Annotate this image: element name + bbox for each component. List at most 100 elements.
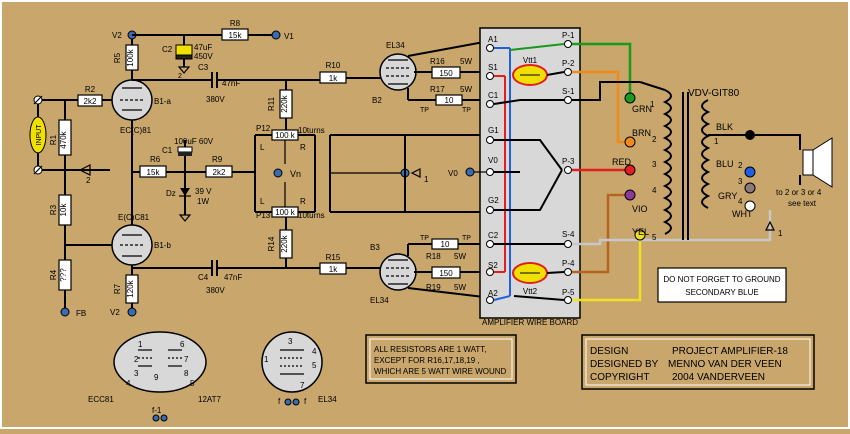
p13-value: 100 k <box>275 208 296 217</box>
pin-s1r: S-1 <box>562 87 575 96</box>
r19-watt: 5W <box>454 283 466 292</box>
v0-connector[interactable] <box>465 167 475 177</box>
v0-label: V0 <box>448 169 458 178</box>
el34-pin5: 5 <box>312 361 317 370</box>
pin-p1: P-1 <box>562 31 575 40</box>
fb-label: FB <box>76 309 86 318</box>
pin-p4: P-4 <box>562 259 575 268</box>
vtt2-label: Vtt2 <box>523 287 538 296</box>
el34-label: EL34 <box>318 395 337 404</box>
secondary-taps: BLK BLU GRY WHT 1 2 3 4 to 2 or 3 or 4 s… <box>714 122 822 238</box>
input-connector[interactable] <box>29 116 47 154</box>
pin-s1: S1 <box>488 63 498 72</box>
c3-voltage: 380V <box>206 95 225 104</box>
wht-terminal[interactable] <box>744 200 756 212</box>
copyright-value: 2004 VANDERVEEN <box>672 372 765 383</box>
input-label: INPUT <box>36 124 43 146</box>
speaker-note-2: see text <box>788 199 817 208</box>
gnd-1: 1 <box>778 229 783 238</box>
p13-turns: 10turns <box>298 211 325 220</box>
output-transformer: VDV-GIT80 <box>639 81 750 240</box>
r1-value: 470k <box>59 130 68 148</box>
p12-turns: 10turns <box>298 126 325 135</box>
vn-connector[interactable] <box>273 168 283 178</box>
transformer-name: VDV-GIT80 <box>688 88 740 99</box>
ecc-pin3: 3 <box>134 369 139 378</box>
pentode-b3: B3 EL34 10 R18 5W TP TP 150 R19 5W <box>370 235 488 305</box>
designer-value: MENNO VAN DER VEEN <box>668 359 782 370</box>
b2-type: EL34 <box>386 41 405 50</box>
c2-voltage: 450V <box>194 52 213 61</box>
c2-label: C2 <box>162 45 173 54</box>
ecc-filament: f-1 <box>152 406 162 415</box>
c3-value: 47nF <box>222 79 240 88</box>
tap-4: 4 <box>652 186 657 195</box>
dz-label: Dz <box>166 189 176 198</box>
ecc-pin4: 4 <box>126 379 131 388</box>
tap-3: 3 <box>652 160 657 169</box>
gnd-label-2: 2 <box>86 176 91 185</box>
c3-label: C3 <box>198 63 209 72</box>
b1a-type: EC(C)81 <box>120 126 152 135</box>
r10-value: 1k <box>329 74 338 83</box>
dz-power: 1W <box>197 197 209 206</box>
b1b-type: E(C)C81 <box>118 213 150 222</box>
wht-label: WHT <box>732 209 753 219</box>
triode-b1a: B1-a EC(C)81 100k R5 V2 <box>111 30 171 170</box>
ecc-pin7: 7 <box>184 355 189 364</box>
r14-value: 220k <box>280 234 289 252</box>
el34-pinout: 1 3 4 5 7 EL34 f f <box>261 331 337 406</box>
r19-value: 150 <box>439 269 453 278</box>
c1-label: C1 <box>162 146 173 155</box>
el34-pin4: 4 <box>312 347 317 356</box>
r4-value: ??? <box>59 268 68 282</box>
r5-value: 100k <box>126 48 135 66</box>
pin-s2: S2 <box>488 261 498 270</box>
fb-connector[interactable] <box>60 307 70 317</box>
r2-label: R2 <box>85 85 96 94</box>
note-line-1: ALL RESISTORS ARE 1 WATT, <box>374 345 486 354</box>
ecc-pin5: 5 <box>190 379 195 388</box>
triode-b1b: B1-b E(C)C81 120k R7 V2 <box>110 170 171 317</box>
pin-s4: S-4 <box>562 230 575 239</box>
pentode-b2: EL34 B2 150 R16 5W 10 R17 5W TP TP <box>372 41 488 114</box>
pin-a2: A2 <box>488 289 498 298</box>
gry-terminal[interactable] <box>744 182 756 194</box>
tp2-label: TP <box>462 107 471 114</box>
el34-filament-2: f <box>304 397 307 406</box>
input-section: 470k R1 INPUT 2k2 R2 2 10k R3 ??? R4 FB <box>29 85 118 318</box>
r5-label: R5 <box>113 52 122 63</box>
r18-value: 10 <box>441 240 450 249</box>
blu-terminal[interactable] <box>744 166 756 178</box>
designer-key: DESIGNED BY <box>590 359 659 370</box>
c4-label: C4 <box>198 273 209 282</box>
r17-label: R17 <box>430 85 445 94</box>
pin-g2: G2 <box>488 196 499 205</box>
speaker-icon <box>802 137 833 188</box>
vio-label: VIO <box>632 204 648 214</box>
r11-label: R11 <box>267 96 276 111</box>
copyright-key: COPYRIGHT <box>590 372 649 383</box>
wire-board: AMPLIFIER WIRE BOARD A1 S1 C1 G1 V0 G2 C… <box>479 27 581 327</box>
tap-1: 1 <box>650 100 655 109</box>
pin-c1: C1 <box>488 91 499 100</box>
ecc-pin2: 2 <box>134 355 139 364</box>
gry-label: GRY <box>718 191 737 201</box>
c4-value: 47nF <box>224 273 242 282</box>
pin-c2: C2 <box>488 231 499 240</box>
r1-label: R1 <box>49 134 58 145</box>
warning-line-1: DO NOT FORGET TO GROUND <box>663 275 780 284</box>
p13-label: P13 <box>256 211 271 220</box>
b3-label: B3 <box>370 243 380 252</box>
dz-voltage: 39 V <box>195 187 212 196</box>
v0-wiring: 1 <box>329 134 480 213</box>
coupling-top: C3 47nF 380V 1k R10 220k R11 <box>132 61 382 135</box>
b1a-label: B1-a <box>154 97 171 106</box>
p12-r: R <box>300 143 306 152</box>
c2-gnd: 2 <box>178 73 182 80</box>
p12-value: 100 k <box>275 131 296 140</box>
r15-label: R15 <box>326 253 341 262</box>
supply-filter: 15k R8 V1 C2 47uF 450V 2 <box>132 19 294 80</box>
out1-label: 1 <box>424 175 429 184</box>
